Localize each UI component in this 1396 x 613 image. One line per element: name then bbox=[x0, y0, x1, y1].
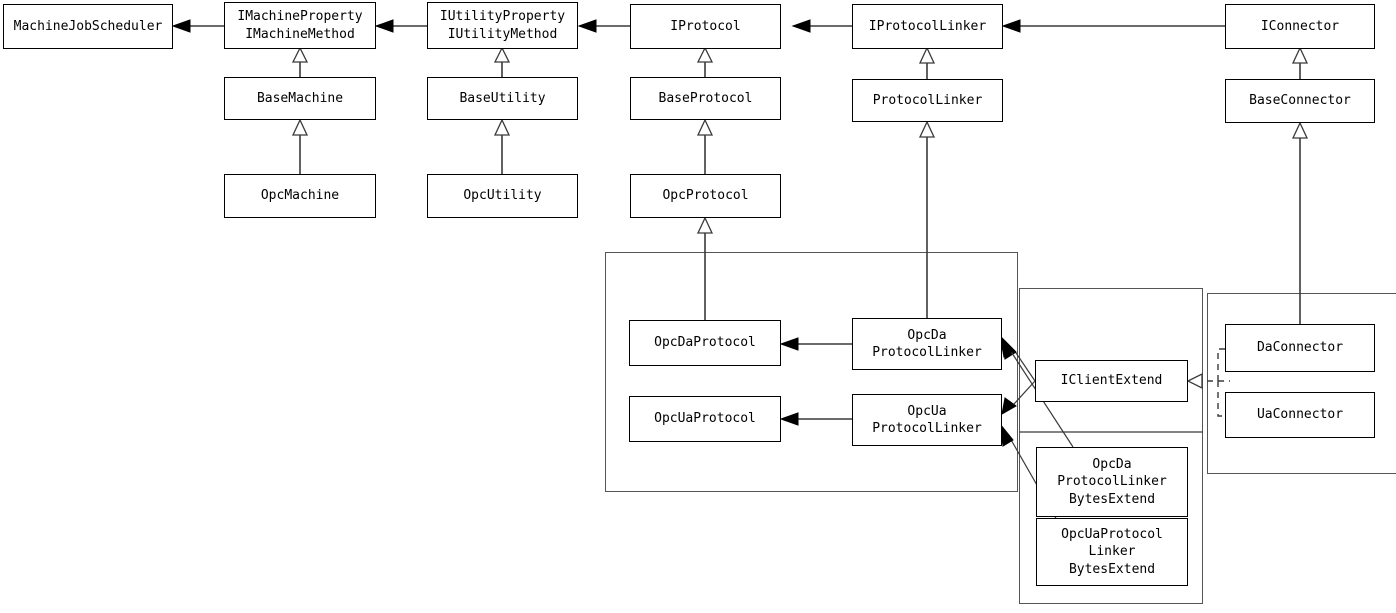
node-iclient-extend[interactable]: IClientExtend bbox=[1035, 360, 1188, 402]
node-opc-utility[interactable]: OpcUtility bbox=[427, 174, 578, 218]
node-iconnector[interactable]: IConnector bbox=[1225, 4, 1375, 49]
node-opc-ua-protocol[interactable]: OpcUaProtocol bbox=[629, 396, 781, 442]
group-connectors bbox=[1207, 293, 1396, 474]
node-iprotocol-linker[interactable]: IProtocolLinker bbox=[852, 4, 1003, 49]
node-machine-job-scheduler[interactable]: MachineJobScheduler bbox=[3, 4, 173, 49]
node-base-connector[interactable]: BaseConnector bbox=[1225, 79, 1375, 123]
node-opc-protocol[interactable]: OpcProtocol bbox=[630, 174, 781, 218]
node-da-connector[interactable]: DaConnector bbox=[1225, 324, 1375, 372]
node-opc-da-protocol[interactable]: OpcDaProtocol bbox=[629, 320, 781, 366]
group-opc-protocol-linkers bbox=[605, 252, 1018, 492]
node-opc-da-protocol-linker-bytes-extend[interactable]: OpcDa ProtocolLinker BytesExtend bbox=[1036, 447, 1188, 517]
node-iutility-property-method[interactable]: IUtilityProperty IUtilityMethod bbox=[427, 2, 578, 49]
node-opc-ua-protocol-linker[interactable]: OpcUa ProtocolLinker bbox=[852, 394, 1002, 446]
node-imachine-property-method[interactable]: IMachineProperty IMachineMethod bbox=[224, 2, 376, 49]
node-protocol-linker[interactable]: ProtocolLinker bbox=[852, 79, 1003, 122]
node-iprotocol[interactable]: IProtocol bbox=[630, 4, 781, 49]
node-opc-ua-protocol-linker-bytes-extend[interactable]: OpcUaProtocol Linker BytesExtend bbox=[1036, 518, 1188, 586]
node-base-utility[interactable]: BaseUtility bbox=[427, 77, 578, 120]
node-base-machine[interactable]: BaseMachine bbox=[224, 77, 376, 120]
node-ua-connector[interactable]: UaConnector bbox=[1225, 392, 1375, 438]
node-opc-da-protocol-linker[interactable]: OpcDa ProtocolLinker bbox=[852, 318, 1002, 370]
node-base-protocol[interactable]: BaseProtocol bbox=[630, 77, 781, 120]
node-opc-machine[interactable]: OpcMachine bbox=[224, 174, 376, 218]
